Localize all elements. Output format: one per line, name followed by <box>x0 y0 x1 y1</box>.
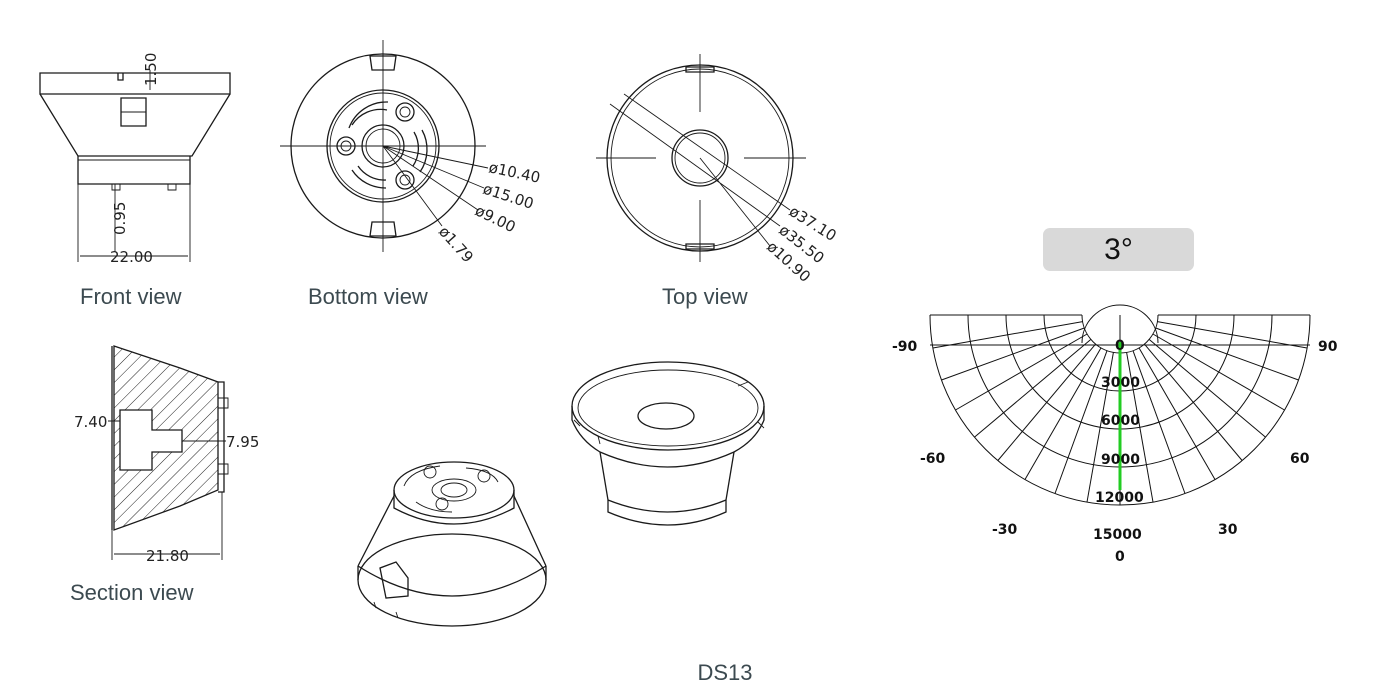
isometric-view-top <box>571 361 765 526</box>
isometric-view-bottom <box>357 461 547 627</box>
polar-spoke <box>1054 350 1108 494</box>
polar-spoke <box>941 327 1085 381</box>
front-view: 1.50 0.95 22.00 Front view <box>39 53 231 309</box>
polar-angle-neg30: -30 <box>992 522 1018 538</box>
beam-angle-badge: 3° <box>1043 228 1194 271</box>
polar-radial-12000: 12000 <box>1095 490 1144 506</box>
bottom-view-caption: Bottom view <box>308 284 428 309</box>
polar-spoke <box>974 339 1092 438</box>
polar-spoke <box>1155 327 1299 381</box>
polar-radial-15000: 15000 <box>1093 527 1142 543</box>
polar-spoke <box>1157 321 1308 349</box>
polar-spoke <box>932 321 1083 349</box>
polar-radial-9000: 9000 <box>1101 452 1140 468</box>
polar-spoke <box>1148 339 1266 438</box>
top-view: ø37.10 ø35.50 ø10.90 Top view <box>596 54 840 309</box>
section-view-caption: Section view <box>70 580 194 605</box>
polar-chart: -90 90 -60 60 -30 30 0 0 3000 6000 9000 … <box>892 304 1338 565</box>
bottom-view: ø10.40 ø15.00 ø9.00 ø1.79 Bottom view <box>280 40 542 309</box>
polar-spoke <box>1144 343 1243 461</box>
model-label: DS13 <box>697 660 753 685</box>
polar-spoke <box>997 343 1096 461</box>
polar-radial-3000: 3000 <box>1101 375 1140 391</box>
polar-angle-neg90: -90 <box>892 339 918 355</box>
polar-angle-neg60: -60 <box>920 451 946 467</box>
dim-section-inner: 7.40 <box>74 413 107 431</box>
top-view-caption: Top view <box>662 284 748 309</box>
polar-hub <box>1081 304 1159 344</box>
polar-radial-0: 0 <box>1115 338 1125 354</box>
polar-angle-60: 60 <box>1290 451 1310 467</box>
polar-spoke <box>1152 333 1285 411</box>
polar-radial-6000: 6000 <box>1101 413 1140 429</box>
polar-spoke <box>1024 347 1102 480</box>
dim-section-hole: 7.95 <box>226 433 259 451</box>
dim-front-height: 1.50 <box>142 53 160 86</box>
dim-section-width: 21.80 <box>146 547 189 565</box>
polar-spoke <box>1126 352 1154 503</box>
polar-grid <box>929 304 1311 506</box>
front-view-caption: Front view <box>80 284 182 309</box>
dim-bottom-4: ø1.79 <box>435 223 477 267</box>
polar-spoke <box>1138 347 1216 480</box>
section-view: 7.40 7.95 21.80 Section view <box>70 345 259 605</box>
polar-spoke <box>1086 352 1114 503</box>
dim-front-width: 22.00 <box>110 248 153 266</box>
dim-front-step: 0.95 <box>111 202 129 235</box>
polar-angle-0: 0 <box>1115 549 1125 565</box>
polar-angle-30: 30 <box>1218 522 1238 538</box>
polar-spoke <box>1132 350 1186 494</box>
polar-angle-90: 90 <box>1318 339 1338 355</box>
polar-spoke <box>955 333 1088 411</box>
